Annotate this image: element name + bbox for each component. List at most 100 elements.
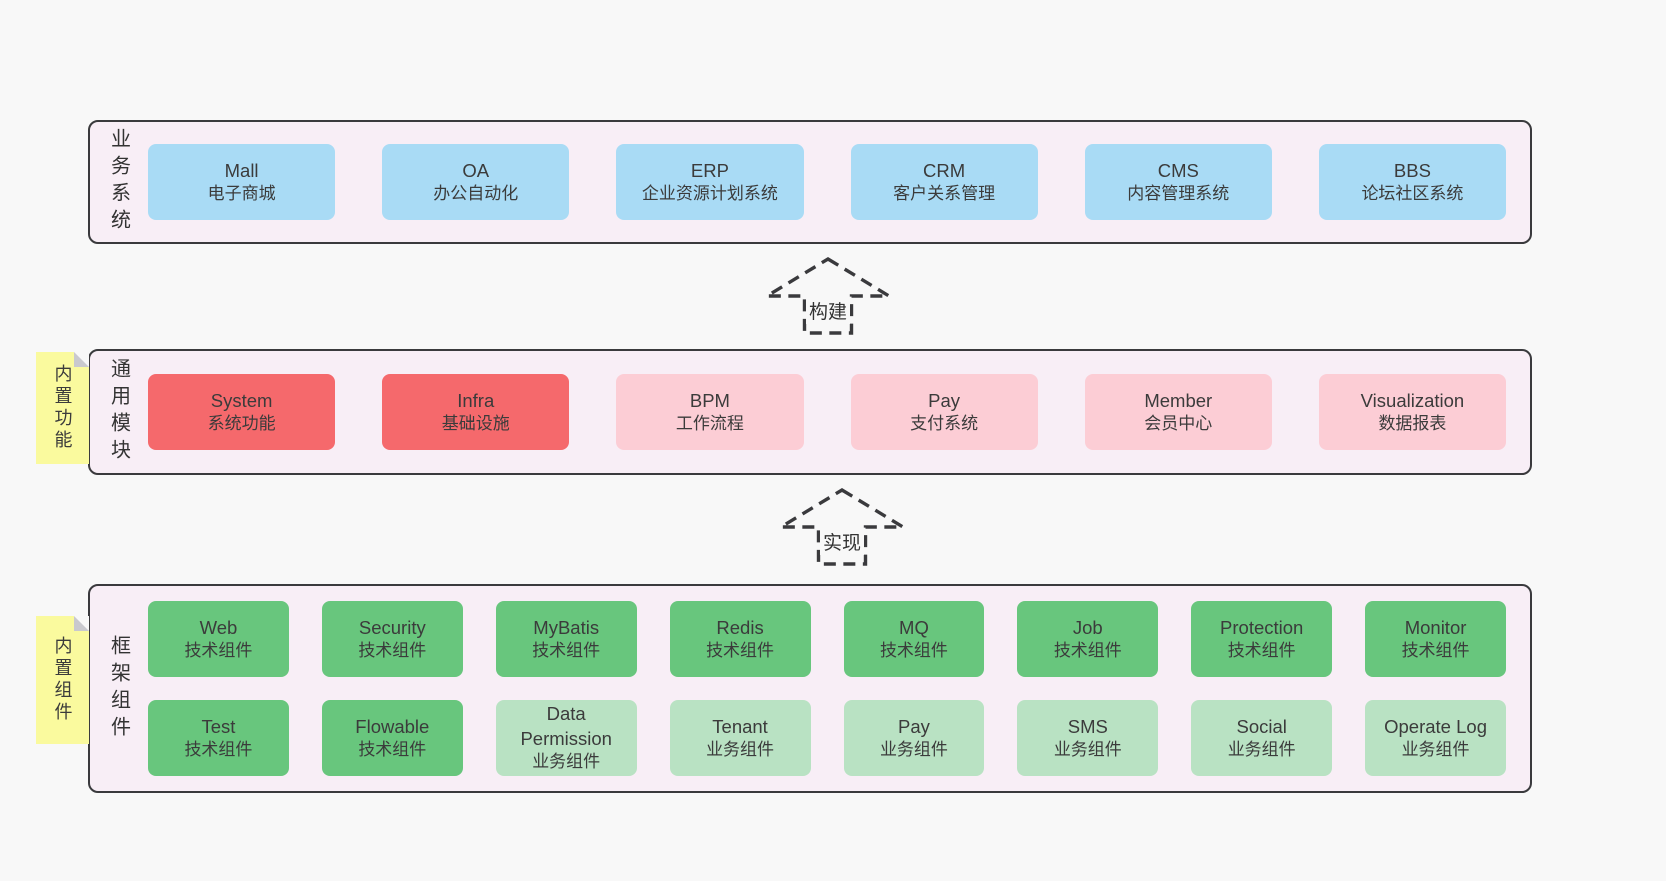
box-subtitle: 工作流程 (675, 413, 744, 433)
box-title: Infra (457, 389, 495, 411)
box-subtitle: 业务组件 (879, 739, 948, 759)
box-cms: CMS 内容管理系统 (1084, 144, 1272, 220)
box-subtitle: 会员中心 (1144, 413, 1213, 433)
box-title: ERP (690, 159, 729, 181)
band-label-framework-components: 框架组件 (90, 586, 148, 791)
box-title: System (210, 389, 273, 411)
box-title: BPM (689, 389, 730, 411)
box-member: Member 会员中心 (1084, 374, 1272, 450)
box-title: Operate Log (1384, 715, 1487, 737)
box-crm: CRM 客户关系管理 (850, 144, 1038, 220)
box-subtitle: 系统功能 (207, 413, 276, 433)
box-title: Redis (716, 616, 764, 638)
box-subtitle: 内容管理系统 (1127, 183, 1230, 203)
box-subtitle: 办公自动化 (433, 183, 519, 203)
band-label-business-systems: 业务系统 (90, 122, 148, 242)
band-label-text: 业务系统 (107, 128, 130, 236)
box-system: System 系统功能 (148, 374, 336, 450)
box-title: BBS (1393, 159, 1431, 181)
box-subtitle: 业务组件 (532, 752, 601, 772)
box-title: Tenant (712, 715, 768, 737)
box-title: Web (199, 616, 238, 638)
arrow-implement: 实现 (778, 487, 906, 567)
box-data-permission: Data Permission 业务组件 (495, 700, 637, 776)
box-title: Monitor (1404, 616, 1467, 638)
box-subtitle: 技术组件 (879, 640, 948, 660)
box-mall: Mall 电子商城 (148, 144, 336, 220)
box-title: Social (1236, 715, 1287, 737)
note-built-in-components: 内置组件 (36, 616, 89, 744)
dashed-up-arrow-icon (778, 488, 906, 566)
box-erp: ERP 企业资源计划系统 (616, 144, 804, 220)
box-protection: Protection 技术组件 (1191, 601, 1333, 677)
box-title: Mall (224, 159, 259, 181)
box-mybatis: MyBatis 技术组件 (495, 601, 637, 677)
box-subtitle: 论坛社区系统 (1361, 183, 1464, 203)
box-subtitle: 技术组件 (1227, 640, 1296, 660)
box-title: MQ (899, 616, 929, 638)
note-text: 内置功能 (52, 364, 73, 452)
box-title: Visualization (1360, 389, 1465, 411)
box-visualization: Visualization 数据报表 (1318, 374, 1507, 450)
band-label-text: 通用模块 (107, 358, 130, 466)
box-bpm: BPM 工作流程 (616, 374, 804, 450)
box-infra: Infra 基础设施 (382, 374, 570, 450)
box-subtitle: 技术组件 (706, 640, 775, 660)
arrow-build: 构建 (764, 256, 892, 336)
arrow-build-label: 构建 (805, 297, 851, 324)
box-social: Social 业务组件 (1191, 700, 1333, 776)
box-title: Member (1144, 389, 1213, 411)
box-subtitle: 企业资源计划系统 (641, 183, 778, 203)
box-title: Data Permission (520, 703, 612, 749)
box-title: SMS (1067, 715, 1108, 737)
box-subtitle: 客户关系管理 (893, 183, 996, 203)
box-subtitle: 技术组件 (358, 739, 427, 759)
box-title: Protection (1220, 616, 1304, 638)
box-subtitle: 业务组件 (706, 739, 775, 759)
box-subtitle: 技术组件 (1053, 640, 1122, 660)
box-title: Job (1072, 616, 1103, 638)
box-operate-log: Operate Log 业务组件 (1365, 700, 1506, 776)
band-framework-components: 框架组件 Web 技术组件 Security 技术组件 MyBatis 技术组件… (88, 584, 1532, 793)
box-test: Test 技术组件 (148, 700, 289, 776)
box-title: MyBatis (533, 616, 600, 638)
box-title: CRM (923, 159, 966, 181)
box-title: Flowable (355, 715, 430, 737)
dashed-up-arrow-icon (764, 257, 892, 335)
box-subtitle: 技术组件 (1401, 640, 1470, 660)
box-subtitle: 业务组件 (1227, 739, 1296, 759)
box-subtitle: 业务组件 (1401, 739, 1470, 759)
band-framework-content: Web 技术组件 Security 技术组件 MyBatis 技术组件 Redi… (148, 586, 1530, 791)
box-subtitle: 技术组件 (184, 739, 253, 759)
box-oa: OA 办公自动化 (382, 144, 570, 220)
box-subtitle: 技术组件 (184, 640, 253, 660)
box-pay-business: Pay 业务组件 (843, 700, 985, 776)
box-monitor: Monitor 技术组件 (1365, 601, 1506, 677)
arrow-implement-label: 实现 (819, 528, 865, 555)
box-web: Web 技术组件 (148, 601, 289, 677)
box-security: Security 技术组件 (321, 601, 463, 677)
box-title: Test (201, 715, 236, 737)
box-title: Security (358, 616, 426, 638)
box-redis: Redis 技术组件 (669, 601, 811, 677)
box-subtitle: 电子商城 (207, 183, 276, 203)
box-mq: MQ 技术组件 (843, 601, 985, 677)
box-pay: Pay 支付系统 (850, 374, 1038, 450)
box-tenant: Tenant 业务组件 (669, 700, 811, 776)
box-title: Pay (897, 715, 930, 737)
box-title: OA (462, 159, 490, 181)
framework-row-1: Web 技术组件 Security 技术组件 MyBatis 技术组件 Redi… (148, 601, 1506, 677)
note-built-in-features: 内置功能 (36, 352, 89, 464)
band-business-content: Mall 电子商城 OA 办公自动化 ERP 企业资源计划系统 CRM 客户关系… (148, 122, 1530, 242)
box-subtitle: 支付系统 (910, 413, 979, 433)
box-bbs: BBS 论坛社区系统 (1318, 144, 1507, 220)
band-business-systems: 业务系统 Mall 电子商城 OA 办公自动化 ERP 企业资源计划系统 CRM… (88, 120, 1532, 244)
framework-row-2: Test 技术组件 Flowable 技术组件 Data Permission … (148, 700, 1506, 776)
box-subtitle: 技术组件 (358, 640, 427, 660)
box-job: Job 技术组件 (1017, 601, 1159, 677)
box-sms: SMS 业务组件 (1017, 700, 1159, 776)
box-subtitle: 基础设施 (441, 413, 510, 433)
band-common-modules: 通用模块 System 系统功能 Infra 基础设施 BPM 工作流程 Pay… (88, 349, 1532, 475)
box-flowable: Flowable 技术组件 (321, 700, 463, 776)
